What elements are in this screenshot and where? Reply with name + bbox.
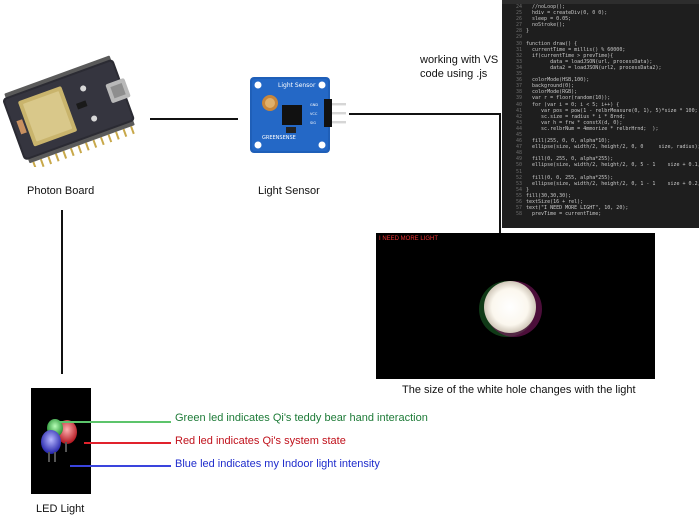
white-hole-graphic [479,281,542,337]
photon-board-label: Photon Board [27,185,95,197]
code-editor-panel: 24 25 26 27 28 29 30 31 32 33 34 35 36 3… [502,0,699,228]
vscode-label-line1: working with VS [420,54,499,66]
green-led-note: Green led indicates Qi's teddy bear hand… [175,412,428,424]
light-sensor-image: Light Sensor GND VCC SIG GREENSENSE [250,77,346,153]
sensor-brand: GREENSENSE [262,135,296,141]
code-editor-tabbar [502,0,699,4]
led-light-image [31,388,91,494]
sensor-board-title: Light Sensor [278,82,316,89]
red-led-note: Red led indicates Qi's system state [175,435,346,447]
blue-led [41,430,61,454]
blue-led-note: Blue led indicates my Indoor light inten… [175,458,380,470]
connector-sensor-code-h [349,113,501,115]
led-light-label: LED Light [36,503,85,515]
light-sensor-label: Light Sensor [258,185,320,197]
blue-led-pointer [70,465,171,467]
code-line-numbers: 24 25 26 27 28 29 30 31 32 33 34 35 36 3… [515,4,522,218]
code-text: //noLoop(); hdiv = createDiv(0, 0 0); sl… [526,4,699,218]
light-output-screen: I NEED MORE LIGHT [376,233,655,379]
red-led-pointer [84,442,171,444]
connector-sensor-code-v [499,113,501,233]
photon-board-image [2,55,135,167]
screen-caption: The size of the white hole changes with … [402,384,636,396]
connector-photon-sensor [150,118,238,120]
sensor-pin-label: GND [310,103,318,107]
connector-photon-led [61,210,63,374]
green-led-pointer [59,421,171,423]
sensor-pin-label: VCC [310,112,318,116]
screen-overlay-text: I NEED MORE LIGHT [379,236,439,242]
vscode-label-line2: code using .js [420,68,488,80]
sensor-pin-label: SIG [310,121,316,125]
